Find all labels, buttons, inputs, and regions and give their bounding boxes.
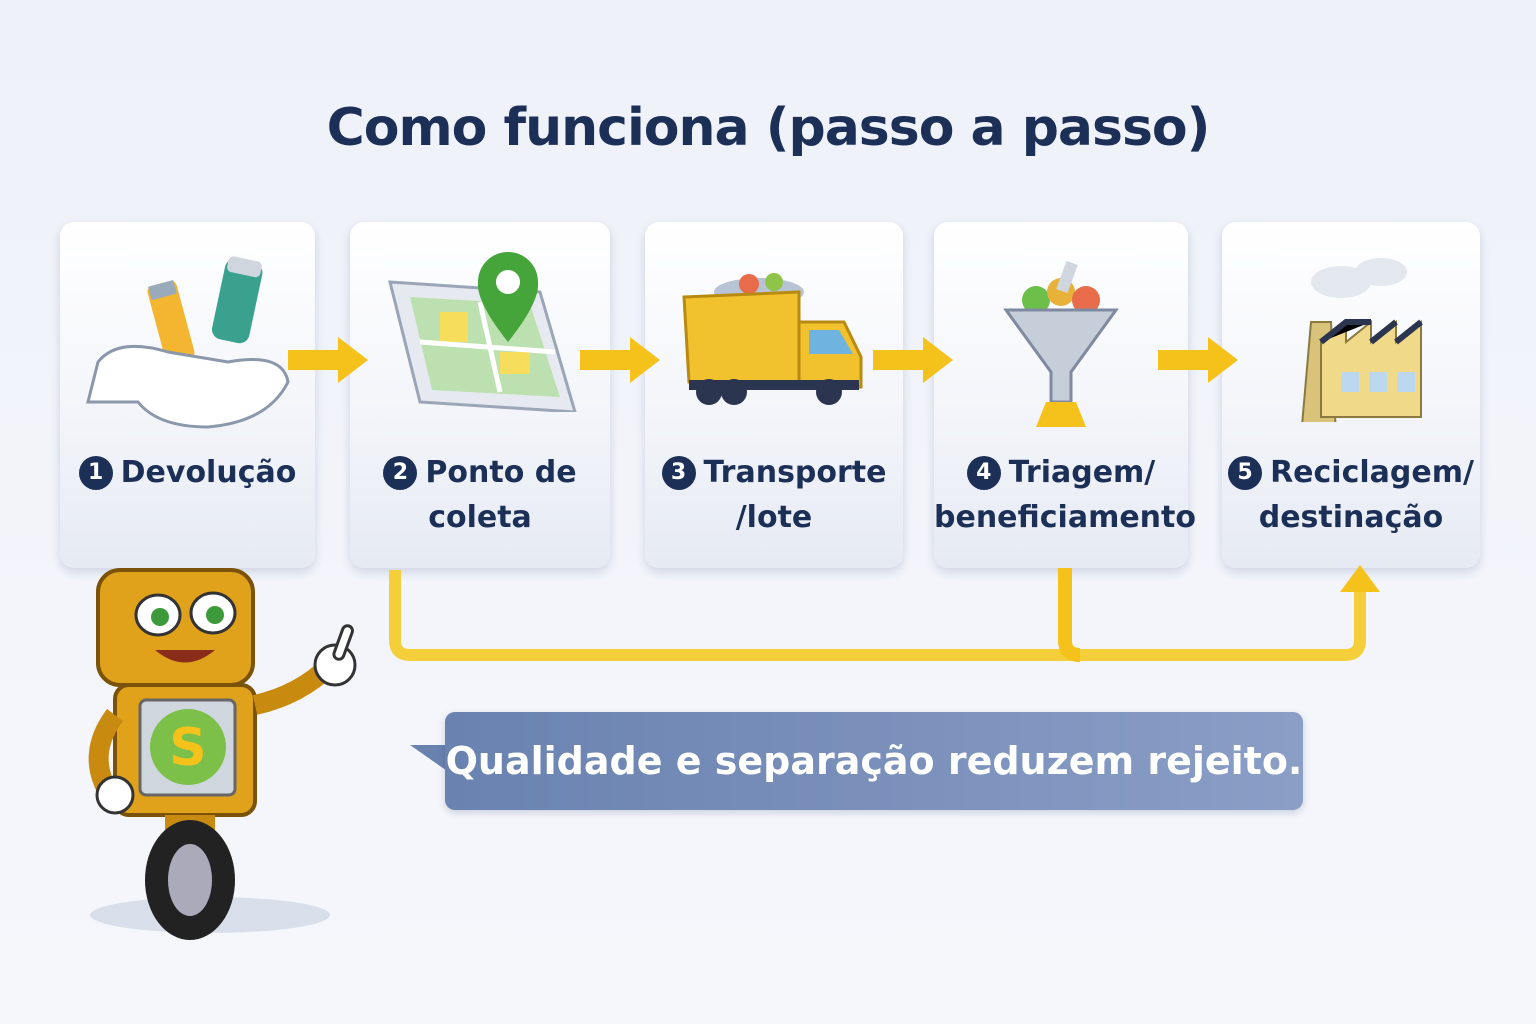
step-text: Transporte /lote <box>703 455 887 535</box>
bubble-tail <box>410 745 450 773</box>
callout-bubble: Qualidade e separação reduzem rejeito. <box>445 712 1303 810</box>
step-number: 3 <box>661 456 696 490</box>
step-number: 1 <box>78 456 113 490</box>
step-number: 2 <box>383 456 418 490</box>
step-text: Ponto de coleta <box>425 455 577 535</box>
factory-icon <box>1301 258 1423 422</box>
step-text: Devolução <box>120 455 297 490</box>
arrow-right-icon <box>580 337 660 383</box>
step-text: Triagem/ beneficiamento <box>934 455 1196 535</box>
funnel-icon <box>1003 260 1119 427</box>
truck-icon <box>682 273 863 405</box>
svg-text:S: S <box>169 718 206 778</box>
step-text: Reciclagem/ destinação <box>1258 455 1474 535</box>
page-title: Como funciona (passo a passo) <box>326 98 1211 158</box>
arrow-right-icon <box>873 337 953 383</box>
robot-mascot-icon: S <box>88 568 357 940</box>
arrow-right-icon <box>1158 337 1238 383</box>
map-pin-icon <box>388 252 577 412</box>
bypass-connector-arrow <box>389 565 1380 662</box>
hand-with-bottles-icon <box>85 256 290 429</box>
arrow-right-icon <box>288 337 368 383</box>
step-number: 5 <box>1228 456 1263 490</box>
step-number: 4 <box>966 456 1001 490</box>
